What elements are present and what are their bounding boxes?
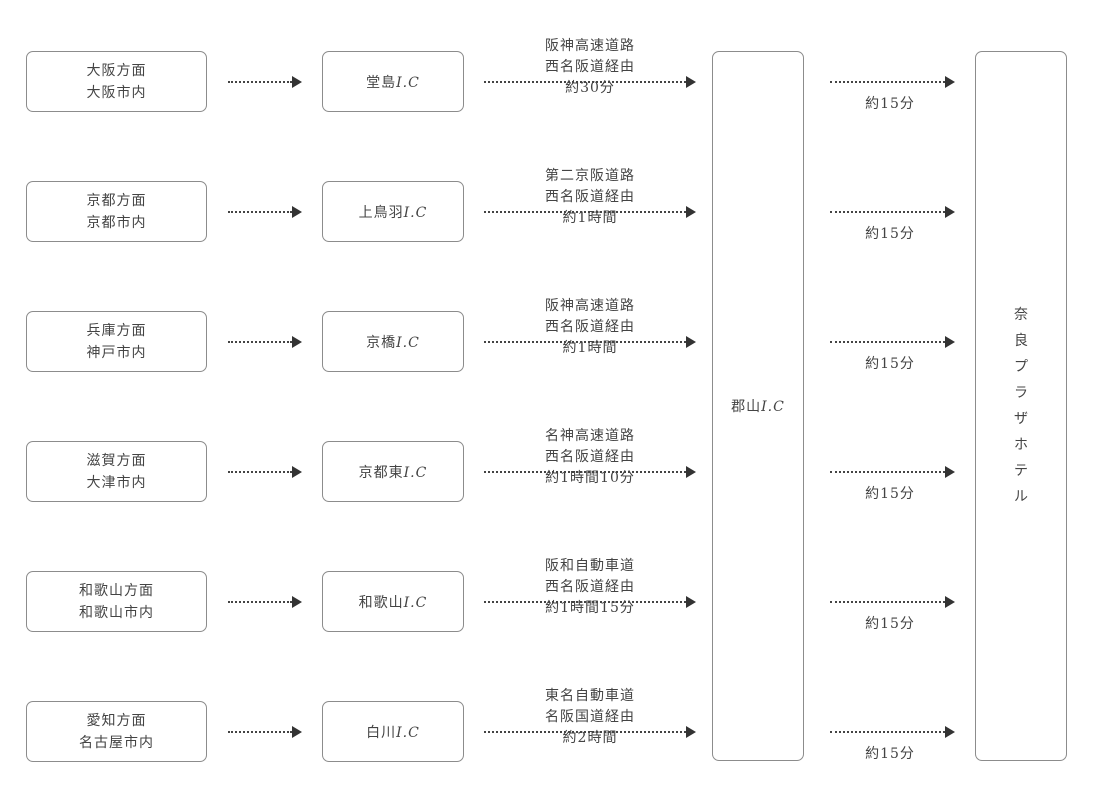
ic-box-wakayama: 和歌山I.C (322, 571, 464, 632)
ic-label: 和歌山I.C (358, 594, 428, 611)
origin-city: 京都市内 (86, 214, 147, 231)
origin-box-kyoto: 京都方面 京都市内 (26, 181, 207, 242)
hub-to-hotel-time: 約15分 (865, 486, 915, 502)
arrow-hub-to-hotel (830, 76, 956, 88)
origin-city: 神戸市内 (86, 344, 147, 361)
hub-box-koriyama: 郡山I.C (712, 51, 804, 761)
route-via: 西名阪道経由 (545, 579, 635, 595)
origin-region: 愛知方面 (86, 712, 147, 729)
route-via: 西名阪道経由 (545, 449, 635, 465)
hub-to-hotel-time: 約15分 (865, 746, 915, 762)
route-via: 西名阪道経由 (545, 59, 635, 75)
route-info: 名神高速道路 西名阪道経由 約1時間10分 (490, 426, 690, 489)
arrow-hub-to-hotel (830, 466, 956, 478)
route-via: 西名阪道経由 (545, 319, 635, 335)
destination-char: ラ (1014, 385, 1028, 401)
route-highway: 東名自動車道 (545, 688, 635, 704)
route-duration: 約1時間 (562, 210, 618, 226)
ic-label: 白川I.C (366, 724, 420, 741)
origin-city: 名古屋市内 (79, 734, 154, 751)
origin-city: 大阪市内 (86, 84, 147, 101)
arrow-origin-to-ic (228, 76, 303, 88)
origin-box-osaka: 大阪方面 大阪市内 (26, 51, 207, 112)
destination-char: 奈 (1014, 307, 1028, 323)
destination-char: ホ (1014, 437, 1028, 453)
route-info: 阪神高速道路 西名阪道経由 約30分 (490, 36, 690, 99)
route-info: 東名自動車道 名阪国道経由 約2時間 (490, 686, 690, 749)
ic-box-dojima: 堂島I.C (322, 51, 464, 112)
arrow-origin-to-ic (228, 466, 303, 478)
ic-label: 京都東I.C (358, 464, 428, 481)
route-duration: 約30分 (565, 80, 615, 96)
route-info: 第二京阪道路 西名阪道経由 約1時間 (490, 166, 690, 229)
destination-char: テ (1014, 463, 1028, 479)
arrow-origin-to-ic (228, 336, 303, 348)
origin-box-shiga: 滋賀方面 大津市内 (26, 441, 207, 502)
route-info: 阪神高速道路 西名阪道経由 約1時間 (490, 296, 690, 359)
hub-to-hotel-time: 約15分 (865, 616, 915, 632)
arrow-hub-to-hotel (830, 206, 956, 218)
hub-label: 郡山I.C (731, 399, 785, 415)
hub-to-hotel-time: 約15分 (865, 96, 915, 112)
ic-box-kyoto-higashi: 京都東I.C (322, 441, 464, 502)
ic-box-kyobashi: 京橋I.C (322, 311, 464, 372)
ic-box-shirakawa: 白川I.C (322, 701, 464, 762)
route-via: 名阪国道経由 (545, 709, 635, 725)
arrow-hub-to-hotel (830, 726, 956, 738)
ic-label: 上鳥羽I.C (358, 204, 428, 221)
route-highway: 第二京阪道路 (545, 168, 635, 184)
route-highway: 名神高速道路 (545, 428, 635, 444)
ic-label: 京橋I.C (366, 334, 420, 351)
route-duration: 約1時間15分 (545, 600, 635, 616)
arrow-ic-to-hub (484, 206, 697, 218)
arrow-ic-to-hub (484, 726, 697, 738)
hub-to-hotel-time: 約15分 (865, 356, 915, 372)
route-info: 阪和自動車道 西名阪道経由 約1時間15分 (490, 556, 690, 619)
destination-char: プ (1014, 359, 1028, 375)
arrow-ic-to-hub (484, 466, 697, 478)
route-highway: 阪和自動車道 (545, 558, 635, 574)
route-highway: 阪神高速道路 (545, 38, 635, 54)
arrow-origin-to-ic (228, 206, 303, 218)
route-duration: 約1時間 (562, 340, 618, 356)
origin-city: 大津市内 (86, 474, 147, 491)
origin-region: 和歌山方面 (79, 582, 154, 599)
arrow-origin-to-ic (228, 596, 303, 608)
route-duration: 約2時間 (562, 730, 618, 746)
arrow-hub-to-hotel (830, 336, 956, 348)
origin-box-hyogo: 兵庫方面 神戸市内 (26, 311, 207, 372)
origin-box-aichi: 愛知方面 名古屋市内 (26, 701, 207, 762)
arrow-ic-to-hub (484, 336, 697, 348)
origin-city: 和歌山市内 (79, 604, 154, 621)
route-duration: 約1時間10分 (545, 470, 635, 486)
destination-char: ザ (1014, 411, 1028, 427)
arrow-ic-to-hub (484, 76, 697, 88)
arrow-hub-to-hotel (830, 596, 956, 608)
ic-box-kamitoba: 上鳥羽I.C (322, 181, 464, 242)
origin-region: 大阪方面 (86, 62, 147, 79)
arrow-origin-to-ic (228, 726, 303, 738)
destination-char: ル (1014, 489, 1028, 505)
ic-label: 堂島I.C (366, 74, 420, 91)
destination-label: 奈 良 プ ラ ザ ホ テ ル (1014, 302, 1028, 510)
origin-region: 京都方面 (86, 192, 147, 209)
origin-box-wakayama: 和歌山方面 和歌山市内 (26, 571, 207, 632)
route-via: 西名阪道経由 (545, 189, 635, 205)
route-highway: 阪神高速道路 (545, 298, 635, 314)
destination-box-hotel: 奈 良 プ ラ ザ ホ テ ル (975, 51, 1067, 761)
arrow-ic-to-hub (484, 596, 697, 608)
origin-region: 兵庫方面 (86, 322, 147, 339)
destination-char: 良 (1014, 333, 1028, 349)
hub-to-hotel-time: 約15分 (865, 226, 915, 242)
origin-region: 滋賀方面 (86, 452, 147, 469)
